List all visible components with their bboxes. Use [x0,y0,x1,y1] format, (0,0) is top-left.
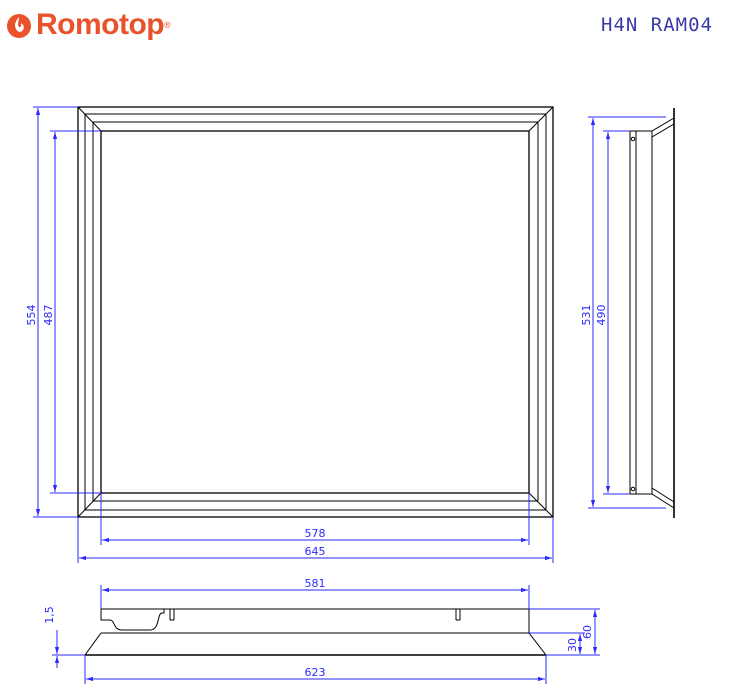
dim-bottom-depth-large: 60 [581,625,594,639]
registered-mark: ® [164,20,171,30]
dim-front-inner-width: 578 [305,527,326,540]
side-dimensions [588,116,666,509]
side-view [629,108,675,518]
dim-side-inner-height: 490 [595,305,608,326]
dim-side-outer-height: 531 [580,305,593,326]
bottom-dimensions [52,585,600,684]
brand-name: Romotop [36,8,165,41]
front-dimensions [33,106,554,563]
dim-front-inner-height: 487 [42,305,55,326]
bottom-view [84,608,547,656]
dim-front-outer-height: 554 [25,305,38,326]
dim-bottom-depth-small: 30 [566,638,579,652]
romotop-logo: Romotop ® [6,10,171,40]
dim-bottom-thickness: 1,5 [43,606,56,624]
model-code: H4N RAM04 [601,14,713,36]
dim-bottom-base-width: 623 [305,666,326,679]
front-view [77,106,554,518]
flame-icon [7,14,31,38]
dim-front-outer-width: 645 [305,545,326,558]
dim-bottom-top-width: 581 [305,577,326,590]
